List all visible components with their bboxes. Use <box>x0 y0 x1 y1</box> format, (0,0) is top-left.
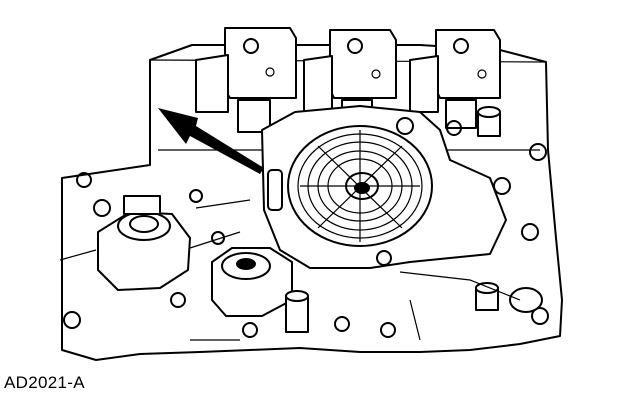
solenoid-right <box>409 29 501 129</box>
pump-assembly <box>261 105 511 269</box>
figure-caption: AD2021-A <box>4 373 85 392</box>
plugs <box>285 106 543 333</box>
solenoid-left <box>195 27 297 133</box>
center-accumulator <box>211 247 293 317</box>
left-accumulator <box>97 195 191 291</box>
pointer-arrow <box>158 108 264 174</box>
